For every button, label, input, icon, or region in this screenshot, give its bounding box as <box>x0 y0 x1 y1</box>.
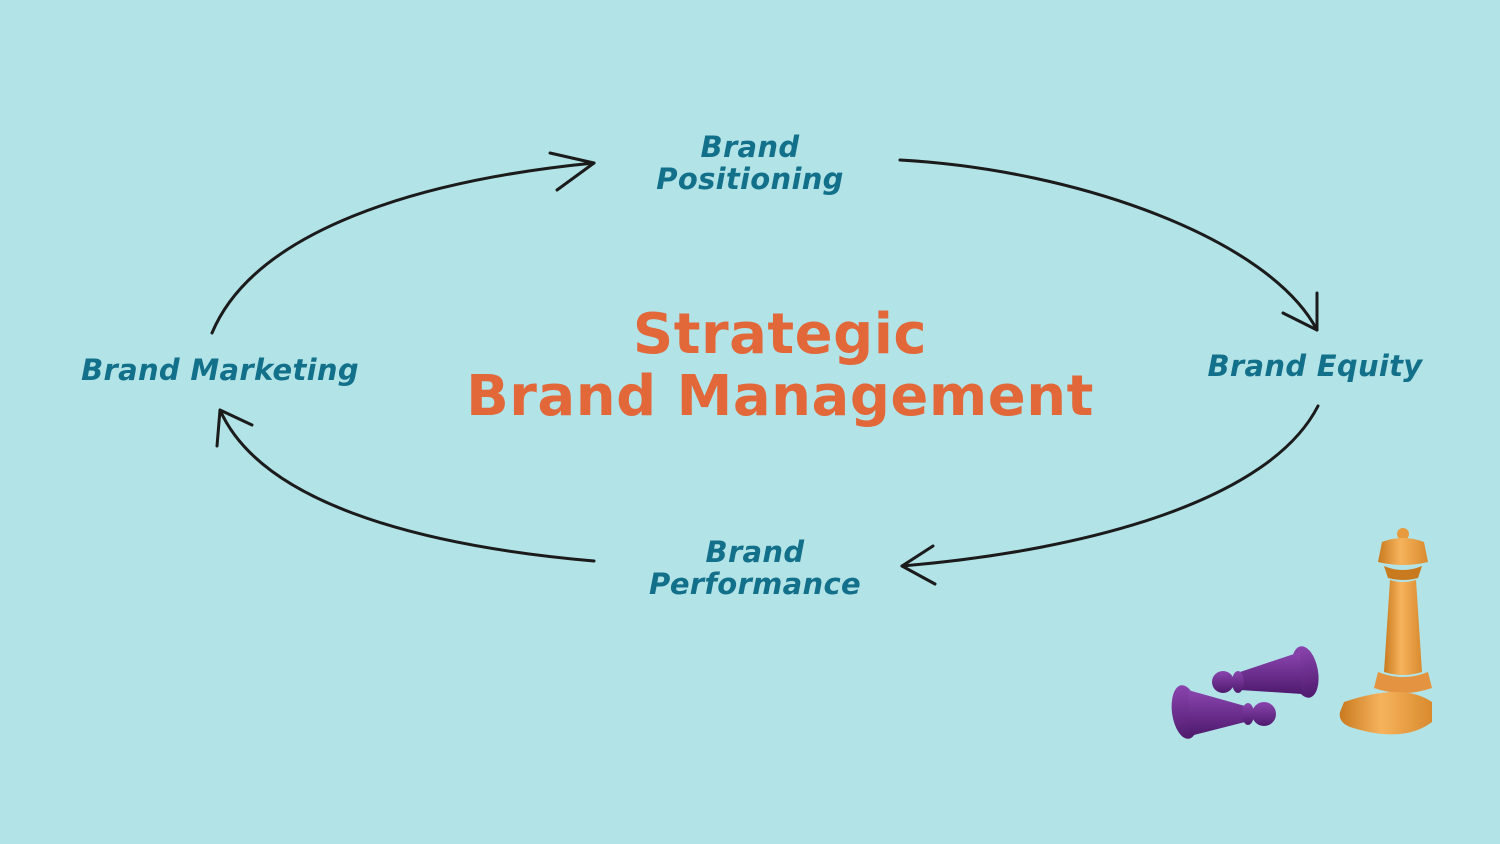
queen-chess-piece-icon <box>1339 528 1432 735</box>
node-brand-performance-line1: Brand <box>705 535 805 569</box>
arrow-equity-to-performance <box>900 404 1320 586</box>
node-brand-performance-line2: Performance <box>649 567 861 601</box>
node-brand-performance: Brand Performance <box>590 536 920 600</box>
node-brand-equity: Brand Equity <box>1160 350 1470 382</box>
center-title-line2: Brand Management <box>466 364 1094 429</box>
fallen-pawn-icon <box>1212 646 1319 698</box>
arrow-marketing-to-positioning <box>210 151 596 335</box>
chess-illustration <box>1171 528 1432 739</box>
node-brand-positioning-line1: Brand <box>700 130 800 164</box>
arrow-performance-to-marketing <box>215 408 596 563</box>
fallen-pawn-icon <box>1171 685 1276 739</box>
arrow-positioning-to-equity <box>898 158 1319 332</box>
node-brand-marketing: Brand Marketing <box>40 354 400 386</box>
center-title-line1: Strategic <box>632 302 928 367</box>
node-brand-positioning-line2: Positioning <box>656 162 844 196</box>
node-brand-positioning: Brand Positioning <box>600 131 900 195</box>
center-title: Strategic Brand Management <box>380 304 1180 428</box>
node-brand-equity-label: Brand Equity <box>1207 349 1423 383</box>
node-brand-marketing-label: Brand Marketing <box>81 353 359 387</box>
